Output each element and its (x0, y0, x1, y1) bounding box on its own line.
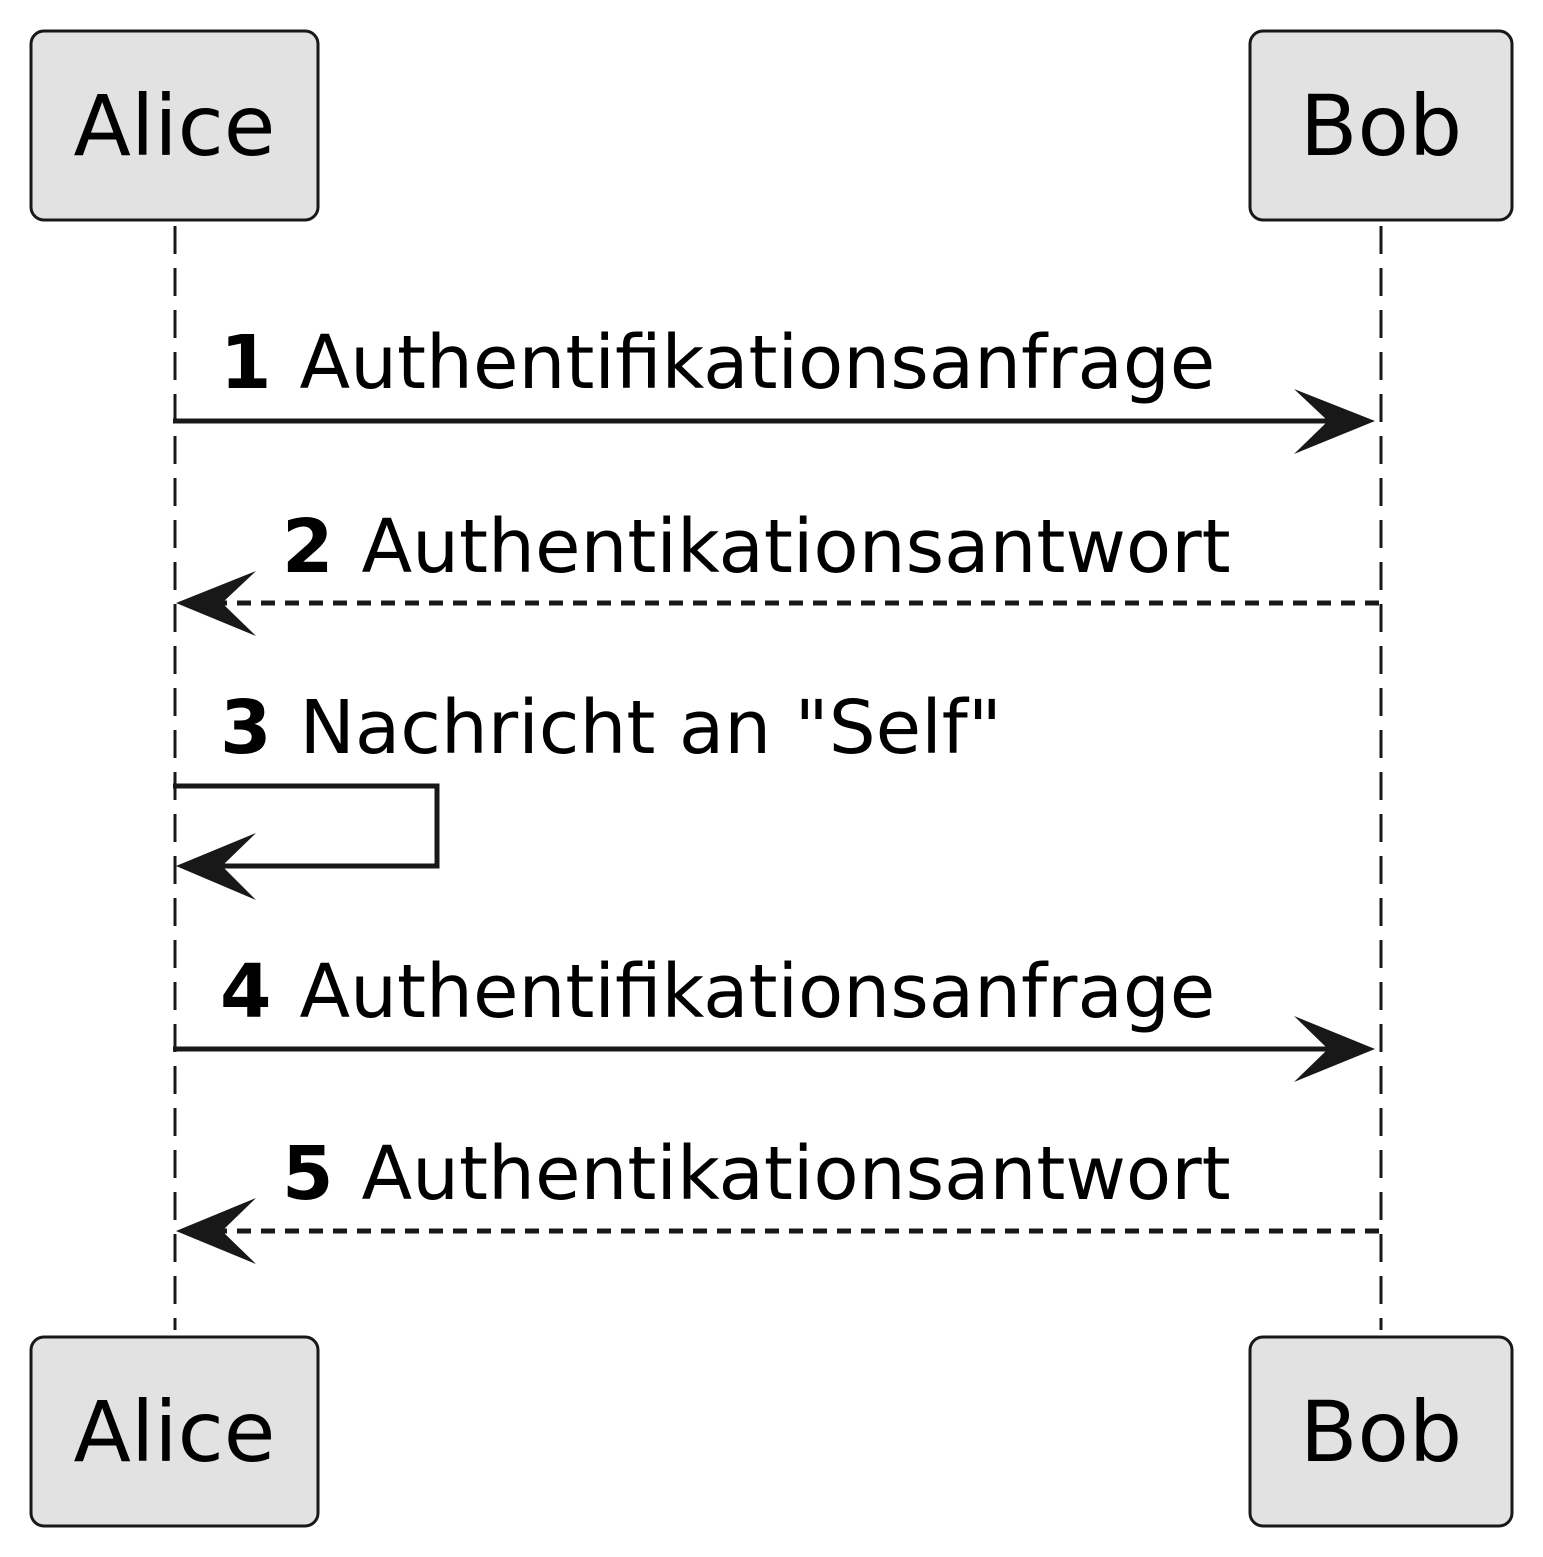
participant-bob-top: Bob (1248, 29, 1514, 222)
message-2-label: 2 Authentikationsantwort (282, 504, 1231, 590)
participant-alice-bottom: Alice (29, 1335, 320, 1528)
message-4-arrowhead (1294, 1016, 1375, 1082)
message-1-arrowhead (1294, 389, 1375, 454)
message-3: 3 Nachricht an "Self" (173, 685, 1002, 900)
message-3-number: 3 (220, 685, 272, 771)
message-5-number: 5 (282, 1131, 334, 1217)
message-1: 1 Authentifikationsanfrage (173, 320, 1375, 454)
message-5-label: 5 Authentikationsantwort (282, 1131, 1231, 1217)
participant-bob-bottom: Bob (1248, 1335, 1514, 1528)
message-1-text: Authentifikationsanfrage (300, 320, 1216, 406)
message-2: 2 Authentikationsantwort (176, 504, 1379, 636)
message-5-text: Authentikationsantwort (362, 1131, 1231, 1217)
message-5: 5 Authentikationsantwort (176, 1131, 1379, 1264)
participant-bob-bottom-label: Bob (1300, 1383, 1462, 1481)
message-5-arrowhead (176, 1198, 256, 1264)
message-3-label: 3 Nachricht an "Self" (220, 685, 1002, 771)
participant-alice-bottom-label: Alice (73, 1383, 275, 1481)
message-4: 4 Authentifikationsanfrage (173, 949, 1375, 1082)
message-4-label: 4 Authentifikationsanfrage (220, 949, 1215, 1035)
participant-alice-top-label: Alice (73, 77, 275, 175)
message-3-line (173, 783, 440, 869)
message-3-arrowhead (176, 833, 256, 900)
participant-bob-top-label: Bob (1300, 77, 1462, 175)
message-2-arrowhead (176, 571, 256, 636)
message-2-text: Authentikationsantwort (362, 504, 1231, 590)
message-3-text: Nachricht an "Self" (300, 685, 1002, 771)
participant-alice-top: Alice (29, 29, 320, 222)
message-4-number: 4 (220, 949, 272, 1035)
message-4-text: Authentifikationsanfrage (300, 949, 1216, 1035)
message-1-number: 1 (220, 320, 272, 406)
message-2-number: 2 (282, 504, 334, 590)
message-1-label: 1 Authentifikationsanfrage (220, 320, 1215, 406)
